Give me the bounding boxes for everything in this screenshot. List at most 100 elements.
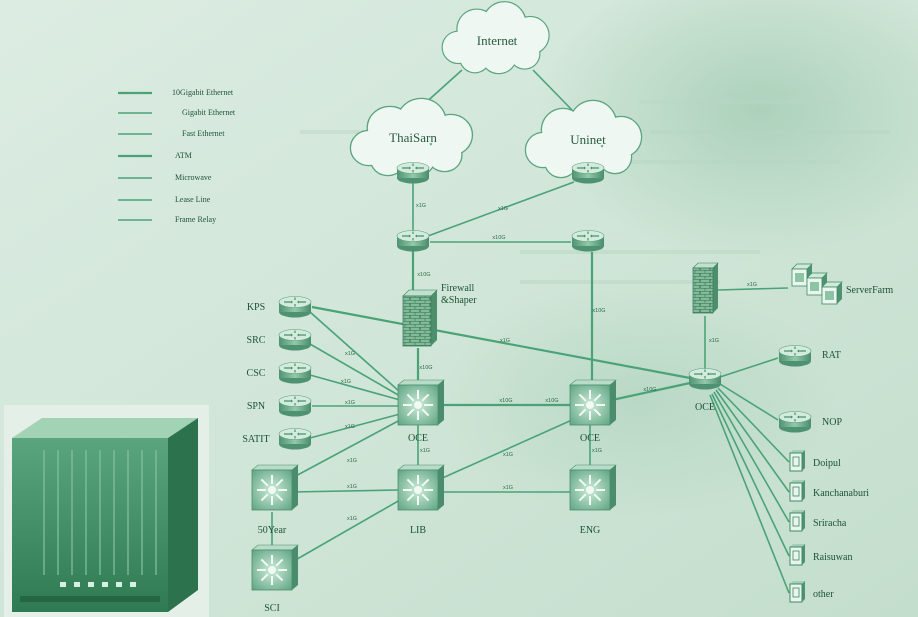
site-label-csc: CSC	[247, 368, 266, 379]
uninet-cloud-label: Uninet	[570, 132, 606, 147]
link-firewall-serverfarm	[717, 287, 789, 291]
legend-label: Microwave	[175, 173, 212, 182]
router-icon	[571, 161, 605, 185]
link-uninet-edge	[427, 181, 575, 237]
link-label: x1G	[416, 203, 426, 209]
switch-icon	[569, 464, 617, 511]
link-oce-right-core	[611, 381, 691, 402]
router-icon	[278, 328, 312, 352]
link-core-campus	[715, 389, 790, 493]
switch-icon	[251, 544, 299, 591]
building-icon	[789, 479, 806, 502]
link-label: x10G	[545, 398, 558, 404]
link-satit-oce-left	[309, 413, 401, 439]
legend: 10Gigabit Ethernet Gigabit Ethernet Fast…	[118, 88, 236, 224]
link-label: x1G	[709, 338, 719, 344]
router-icon	[278, 394, 312, 418]
background-patch	[440, 280, 840, 520]
building-icon	[789, 449, 806, 472]
remote-label-rat: RAT	[822, 350, 841, 361]
link-label: x10G	[643, 387, 656, 393]
link-sci-lib	[291, 499, 401, 563]
server-icon	[821, 281, 843, 305]
background-patch	[540, 0, 918, 260]
switch-label-sci: SCI	[264, 603, 280, 614]
site-label-src: SRC	[247, 335, 266, 346]
link-internet-uninet	[532, 69, 573, 111]
link-core-campus	[717, 387, 790, 463]
link-core-campus	[709, 394, 790, 594]
thaisarn-cloud-label: ThaiSarn	[389, 130, 437, 145]
switch-label-eng: ENG	[580, 525, 601, 536]
link-label: x1G	[345, 400, 355, 406]
router-icon	[396, 161, 430, 185]
link-csc-oce-left	[309, 374, 401, 401]
link-label: x10G	[499, 398, 512, 404]
link-kps-oce-core	[311, 305, 691, 380]
link-label: x1G	[503, 452, 513, 458]
legend-label: Fast Ethernet	[182, 129, 225, 138]
firewall-icon	[402, 289, 438, 347]
switch-label-oce-left: OCE	[408, 433, 428, 444]
legend-label: Gigabit Ethernet	[182, 108, 236, 117]
link-label: x10G	[417, 272, 430, 278]
router-icon	[278, 361, 312, 385]
link-labels: x1G x1G x10G x10G x10G x10G x1G x1G x1G …	[341, 203, 757, 522]
link-kps-oce-left	[309, 311, 401, 393]
router-icon	[688, 367, 722, 391]
legend-label: Frame Relay	[175, 215, 216, 224]
site-label-satit: SATIT	[242, 434, 269, 445]
link-label: x1G	[341, 379, 351, 385]
link-core-nop	[719, 383, 779, 421]
legend-label: 10Gigabit Ethernet	[172, 88, 234, 97]
link-label: x10G	[419, 365, 432, 371]
link-label: x10G	[492, 235, 505, 241]
link-src-oce-left	[309, 343, 401, 397]
campus-label-doipul: Doipul	[813, 458, 841, 469]
firewall-icon	[692, 262, 719, 314]
link-label: x1G	[347, 516, 357, 522]
switch-label-oce-right: OCE	[580, 433, 600, 444]
router-icon	[396, 229, 430, 253]
core-router-label: OCE	[695, 402, 715, 413]
legend-label: ATM	[175, 151, 192, 160]
link-oce-right-lib	[437, 419, 573, 481]
link-core-campus	[713, 391, 790, 523]
link-label: x1G	[498, 206, 508, 212]
router-icon	[278, 295, 312, 319]
link-oce-left-50year	[291, 419, 401, 479]
chassis-photo	[4, 405, 209, 617]
router-icon	[778, 410, 812, 434]
campus-label-kanchanaburi: Kanchanaburi	[813, 488, 869, 499]
router-icon	[778, 344, 812, 368]
link-label: x1G	[420, 448, 430, 454]
firewall-label: &Shaper	[441, 295, 477, 306]
serverfarm-label: ServerFarm	[846, 285, 893, 296]
campus-label-raisuwan: Raisuwan	[813, 552, 852, 563]
link-core-rat	[719, 357, 779, 378]
links	[271, 69, 790, 594]
internet-cloud-label: Internet	[477, 33, 518, 48]
link-label: x1G	[347, 484, 357, 490]
switch-icon	[397, 379, 445, 426]
link-label: x1G	[347, 458, 357, 464]
building-icon	[789, 543, 806, 566]
link-core-campus	[711, 393, 790, 557]
legend-label: Lease Line	[175, 195, 211, 204]
campus-label-other: other	[813, 589, 834, 600]
router-icon	[278, 427, 312, 451]
remote-label-nop: NOP	[822, 417, 842, 428]
router-icon	[571, 229, 605, 253]
switch-label-lib: LIB	[410, 525, 426, 536]
switch-icon	[569, 379, 617, 426]
site-label-spn: SPN	[247, 401, 265, 412]
link-50year-lib	[291, 489, 399, 493]
firewall-label: Firewall	[441, 283, 475, 294]
link-label: x1G	[747, 282, 757, 288]
link-label: x1G	[500, 338, 510, 344]
link-label: x1G	[345, 424, 355, 430]
link-label: x1G	[503, 485, 513, 491]
site-label-kps: KPS	[247, 302, 265, 313]
campus-label-sriracha: Sriracha	[813, 518, 847, 529]
